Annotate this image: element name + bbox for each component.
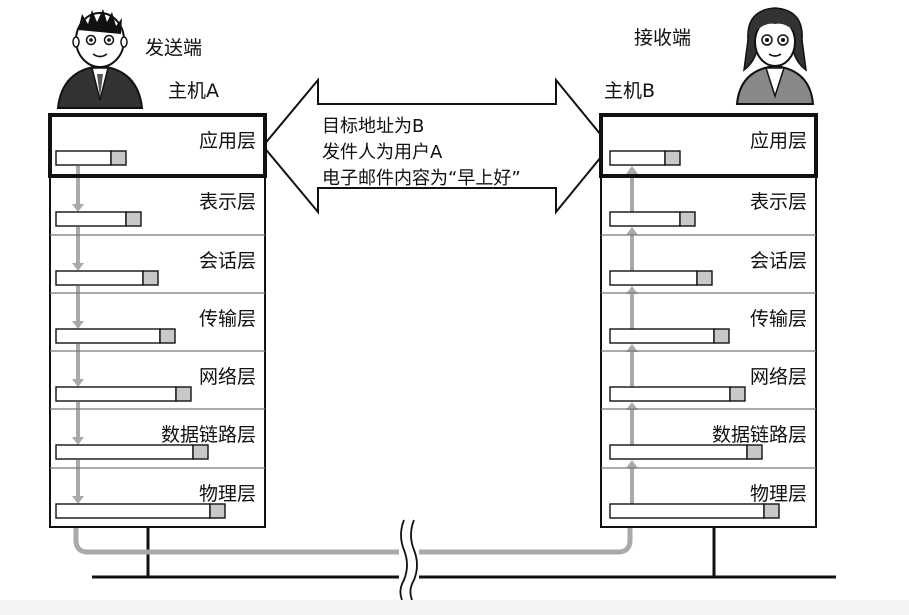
packet-data-bar <box>55 211 127 227</box>
packet-header-block <box>746 444 763 460</box>
bottom-strip <box>0 600 909 615</box>
packet-data-bar <box>55 270 144 286</box>
message-line-3: 电子邮件内容为“早上好” <box>322 168 521 189</box>
packet-header-block <box>175 386 192 402</box>
packet-data-bar <box>55 328 161 344</box>
layer-label: 表示层 <box>199 191 256 213</box>
packet-data-bar <box>609 386 731 402</box>
packet-header-block <box>142 270 159 286</box>
down-arrow-icon <box>72 496 84 504</box>
up-arrow-icon <box>626 460 638 468</box>
layer-label: 网络层 <box>750 366 807 388</box>
packet-header-block <box>110 150 127 166</box>
sender-role-label: 发送端 <box>145 37 202 59</box>
down-arrow-icon <box>72 204 84 212</box>
packet-header-block <box>763 503 780 519</box>
up-arrow-icon <box>626 344 638 352</box>
down-arrow-icon <box>72 321 84 329</box>
message-line-1: 目标地址为B <box>322 116 424 137</box>
packet-data-bar <box>55 150 112 166</box>
up-arrow-icon <box>626 286 638 294</box>
up-arrow-icon <box>626 227 638 235</box>
layer-label: 应用层 <box>750 130 807 152</box>
layer-label: 物理层 <box>199 483 256 505</box>
packet-header-block <box>664 150 681 166</box>
packet-header-block <box>125 211 142 227</box>
layer-label: 物理层 <box>750 483 807 505</box>
host-a-application-highlight <box>48 113 267 178</box>
layer-label: 数据链路层 <box>712 424 807 446</box>
layer-label: 传输层 <box>199 308 256 330</box>
packet-data-bar <box>609 270 698 286</box>
packet-data-bar <box>55 444 194 460</box>
host-b-application-highlight <box>599 113 818 178</box>
packet-data-bar <box>609 328 715 344</box>
down-arrow-icon <box>72 263 84 271</box>
sender-avatar-icon <box>56 9 144 109</box>
packet-header-block <box>713 328 730 344</box>
layer-label: 表示层 <box>750 191 807 213</box>
packet-header-block <box>159 328 176 344</box>
packet-header-block <box>209 503 226 519</box>
receiver-avatar-icon <box>735 7 815 105</box>
receiver-role-label: 接收端 <box>634 27 691 49</box>
packet-data-bar <box>609 503 765 519</box>
packet-data-bar <box>609 150 666 166</box>
wavy-break-icon <box>399 519 419 600</box>
packet-data-bar <box>609 211 681 227</box>
packet-header-block <box>729 386 746 402</box>
layer-label: 应用层 <box>199 130 256 152</box>
packet-data-bar <box>55 386 177 402</box>
packet-header-block <box>192 444 209 460</box>
message-double-arrow: 目标地址为B 发件人为用户A 电子邮件内容为“早上好” <box>261 77 612 215</box>
packet-data-bar <box>55 503 211 519</box>
osi-email-diagram: 发送端 主机A 接收端 主机B 目标地址为B 发件人为用户A 电子邮件内容为“早… <box>48 7 836 600</box>
up-arrow-icon <box>626 166 638 174</box>
packet-header-block <box>696 270 713 286</box>
packet-header-block <box>679 211 696 227</box>
packet-data-bar <box>609 444 748 460</box>
layer-label: 会话层 <box>750 250 807 272</box>
layer-label: 网络层 <box>199 366 256 388</box>
layer-label: 传输层 <box>750 308 807 330</box>
host-a-label: 主机A <box>168 80 219 102</box>
layer-label: 会话层 <box>199 250 256 272</box>
down-arrow-icon <box>72 437 84 445</box>
down-arrow-icon <box>72 379 84 387</box>
host-b-label: 主机B <box>604 80 655 102</box>
message-line-2: 发件人为用户A <box>322 142 443 163</box>
up-arrow-icon <box>626 402 638 410</box>
layer-label: 数据链路层 <box>161 424 256 446</box>
